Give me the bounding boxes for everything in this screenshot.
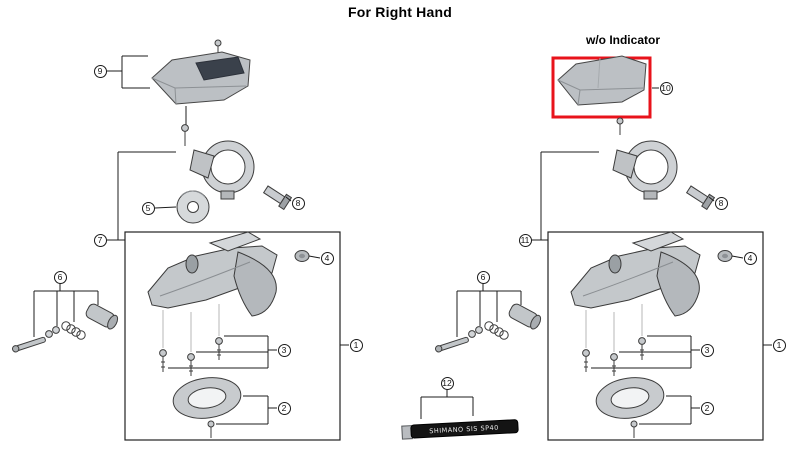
callout-4: 4	[320, 251, 334, 265]
clamp-screw-drawing	[181, 124, 189, 146]
callout-8: 8	[291, 196, 305, 210]
cover-screw-drawing	[616, 117, 624, 135]
cable-housing-label: SHIMANO SIS SP40	[429, 424, 499, 436]
indicator-plate-drawing	[176, 190, 210, 224]
callout-10: 10	[659, 81, 673, 95]
highlight-box	[551, 56, 652, 119]
page-title: For Right Hand	[348, 4, 452, 20]
callout-3: 3	[700, 343, 714, 357]
cable-housing-assembly: SHIMANO SIS SP40	[401, 390, 519, 440]
callout-1: 1	[349, 338, 363, 352]
callout-9: 9	[93, 64, 107, 78]
left-leader-lines	[107, 55, 177, 241]
callout-8: 8	[714, 196, 728, 210]
callout-1: 1	[772, 338, 786, 352]
callout-2: 2	[277, 401, 291, 415]
callout-3: 3	[277, 343, 291, 357]
callout-12: 12	[440, 376, 454, 390]
variant-label: w/o Indicator	[585, 33, 660, 47]
plain-cover-drawing	[557, 55, 647, 106]
right-leader-lines	[530, 87, 659, 241]
cable-leader-lines	[420, 390, 474, 419]
callout-5: 5	[141, 201, 155, 215]
left-assembly-extras	[107, 39, 251, 241]
indicator-screw-drawing	[214, 39, 222, 57]
callout-2: 2	[700, 401, 714, 415]
cable-housing-drawing: SHIMANO SIS SP40	[401, 419, 519, 440]
callout-6: 6	[476, 270, 490, 284]
right-assembly-extras	[530, 55, 659, 241]
callout-4: 4	[743, 251, 757, 265]
callout-11: 11	[518, 233, 532, 247]
callout-7: 7	[93, 233, 107, 247]
callout-6: 6	[53, 270, 67, 284]
indicator-cover-drawing	[151, 51, 251, 105]
